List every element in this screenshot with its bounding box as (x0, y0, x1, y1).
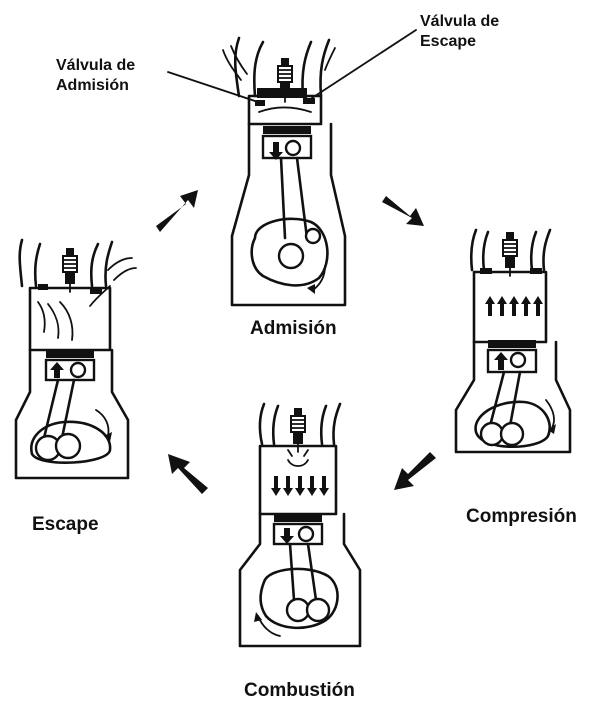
cycle-arrow-combustion-to-exhaust (168, 454, 208, 494)
label-stroke-exhaust: Escape (32, 514, 99, 535)
combustion-arrows (271, 476, 329, 496)
label-stroke-compression: Compresión (466, 506, 577, 527)
label-valve-intake: Válvula de Admisión (56, 57, 140, 94)
compression-arrows (485, 296, 543, 316)
cycle-arrow-compression-to-combustion (394, 452, 436, 490)
cycle-arrow-exhaust-to-intake (156, 190, 198, 232)
label-valve-exhaust: Válvula de Escape (420, 13, 504, 50)
leader-line-exhaust-valve (311, 29, 417, 99)
leader-line-intake-valve (167, 71, 259, 103)
engine-exhaust-stroke (14, 238, 137, 480)
cycle-arrow-intake-to-compression (382, 196, 424, 226)
engine-compression-stroke (454, 228, 572, 454)
engine-combustion-stroke (238, 402, 362, 648)
label-stroke-combustion: Combustión (244, 680, 355, 701)
label-stroke-intake: Admisión (250, 318, 337, 339)
engine-intake-stroke (222, 36, 347, 307)
